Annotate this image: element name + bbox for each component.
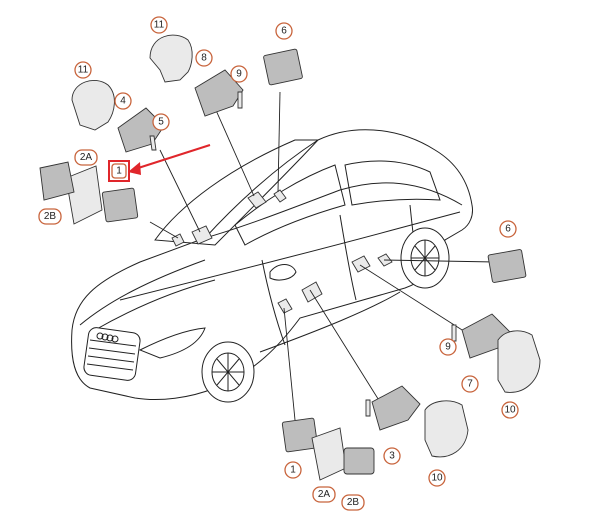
bracket-part-2B-lower xyxy=(343,447,375,475)
svg-text:5: 5 xyxy=(158,117,164,128)
label-1-left: 1 xyxy=(111,163,127,179)
control-module-6-top xyxy=(263,48,303,86)
svg-text:2A: 2A xyxy=(80,152,93,163)
svg-text:6: 6 xyxy=(505,224,511,235)
grille-bars xyxy=(86,339,137,371)
cover-part-10-right xyxy=(497,330,541,393)
foil-part-2A-left xyxy=(65,165,103,225)
label-11-top: 11 xyxy=(150,16,168,34)
front-wheel xyxy=(201,341,255,403)
cover-part-10-lower xyxy=(424,400,469,458)
svg-text:1: 1 xyxy=(116,166,122,177)
label-7: 7 xyxy=(461,375,479,393)
control-module-6-right xyxy=(487,249,527,283)
cover-part-11-top xyxy=(149,34,193,83)
svg-text:1: 1 xyxy=(290,465,296,476)
label-9-top: 9 xyxy=(230,65,248,83)
svg-text:10: 10 xyxy=(504,405,516,416)
label-2B-left: 2B xyxy=(38,208,62,225)
svg-text:9: 9 xyxy=(236,69,242,80)
label-10-lower: 10 xyxy=(428,469,446,487)
label-6-top: 6 xyxy=(275,22,293,40)
control-module-1-left xyxy=(101,187,139,223)
foil-part-2A-lower xyxy=(311,427,347,481)
label-4: 4 xyxy=(114,92,132,110)
audi-rings-logo xyxy=(96,332,119,343)
label-2B-lower: 2B xyxy=(341,494,365,511)
bolt-9-lower xyxy=(365,399,371,417)
bracket-part-2B-left xyxy=(39,161,75,201)
label-2A-left: 2A xyxy=(74,149,98,166)
svg-text:8: 8 xyxy=(201,53,207,64)
svg-text:9: 9 xyxy=(445,342,451,353)
label-8: 8 xyxy=(195,49,213,67)
cover-part-11-left xyxy=(71,80,115,131)
label-10-right: 10 xyxy=(501,401,519,419)
svg-text:2B: 2B xyxy=(347,497,360,508)
label-2A-lower: 2A xyxy=(312,486,336,503)
bolt-9-right xyxy=(451,324,457,342)
svg-text:11: 11 xyxy=(78,65,89,76)
control-module-1-lower xyxy=(281,417,319,453)
car-body xyxy=(71,129,473,403)
svg-text:6: 6 xyxy=(281,26,287,37)
label-9-right: 9 xyxy=(439,338,457,356)
leader-lines xyxy=(149,91,496,421)
svg-text:3: 3 xyxy=(389,451,395,462)
label-11-left: 11 xyxy=(74,61,92,79)
svg-text:11: 11 xyxy=(154,20,165,31)
svg-text:10: 10 xyxy=(431,473,443,484)
label-1-lower: 1 xyxy=(284,461,302,479)
svg-text:4: 4 xyxy=(120,96,126,107)
label-3: 3 xyxy=(383,447,401,465)
label-6-right: 6 xyxy=(499,220,517,238)
label-5: 5 xyxy=(152,113,170,131)
rear-wheel xyxy=(400,227,450,289)
window-motor-3 xyxy=(371,385,421,431)
svg-text:2B: 2B xyxy=(44,211,57,222)
bolt-5 xyxy=(149,135,157,151)
highlight-callout xyxy=(108,144,211,182)
bolt-9-top xyxy=(237,91,243,109)
svg-text:7: 7 xyxy=(467,379,473,390)
svg-text:2A: 2A xyxy=(318,489,331,500)
